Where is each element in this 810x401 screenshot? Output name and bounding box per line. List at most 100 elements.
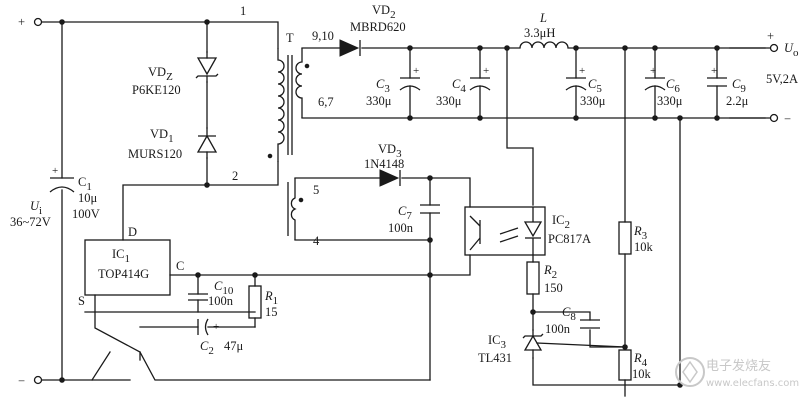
optocoupler-ic2: IC2 PC817A	[464, 206, 591, 256]
watermark-url: www.elecfans.com	[706, 378, 799, 389]
svg-text:−: −	[784, 112, 791, 126]
capacitor-c5: + C5 330μ	[565, 65, 606, 108]
svg-text:R3: R3	[633, 224, 648, 242]
transformer-label: T	[286, 31, 294, 45]
shunt-regulator-ic3: IC3 TL431	[478, 329, 626, 365]
svg-text:150: 150	[544, 281, 563, 295]
svg-text:100n: 100n	[545, 322, 571, 336]
diode-vd3: VD3 1N4148	[364, 142, 404, 187]
svg-text:15: 15	[265, 305, 278, 319]
svg-text:Uo: Uo	[784, 41, 799, 59]
capacitor-c9: + C9 2.2μ	[707, 65, 749, 108]
svg-text:5: 5	[313, 183, 319, 197]
svg-text:100n: 100n	[388, 221, 414, 235]
svg-text:VD2: VD2	[372, 3, 396, 21]
svg-text:D: D	[128, 225, 137, 239]
svg-text:3.3μH: 3.3μH	[524, 26, 555, 40]
svg-text:IC2: IC2	[552, 213, 570, 231]
capacitor-c7: C7 100n	[388, 204, 440, 235]
switcher-ic1: IC1 TOP414G D C S	[78, 225, 184, 308]
svg-text:+: +	[579, 65, 585, 77]
svg-text:4: 4	[313, 234, 320, 248]
svg-text:C3: C3	[376, 77, 390, 95]
capacitor-c10: C10 100n	[188, 279, 234, 308]
svg-text:+: +	[213, 321, 219, 333]
junction-dots	[59, 19, 720, 388]
input-minus-label: −	[18, 374, 25, 388]
svg-text:VD3: VD3	[378, 142, 402, 160]
svg-text:2.2μ: 2.2μ	[726, 94, 749, 108]
svg-text:VD1: VD1	[150, 127, 174, 145]
svg-text:C6: C6	[666, 77, 680, 95]
svg-text:330μ: 330μ	[657, 94, 683, 108]
node-2-label: 2	[232, 169, 238, 183]
svg-text:R4: R4	[633, 351, 648, 369]
capacitor-c6: + C6 330μ	[644, 65, 683, 108]
svg-text:C9: C9	[732, 77, 746, 95]
capacitor-c1: + C1 10μ 100V	[49, 165, 100, 221]
svg-text:10μ: 10μ	[78, 191, 98, 205]
capacitor-c2: + C2 47μ	[197, 318, 244, 357]
svg-text:330μ: 330μ	[580, 94, 606, 108]
capacitor-c8: C8 100n	[545, 305, 600, 336]
svg-text:+: +	[650, 65, 656, 77]
diode-vdz: VDZ P6KE120	[132, 51, 219, 97]
svg-text:C8: C8	[562, 305, 576, 323]
svg-text:P6KE120: P6KE120	[132, 83, 181, 97]
svg-text:TL431: TL431	[478, 351, 512, 365]
svg-text:C1: C1	[78, 175, 92, 193]
svg-text:47μ: 47μ	[224, 339, 244, 353]
diode-vd2: VD2 MBRD620	[339, 3, 406, 57]
inductor-l: L 3.3μH	[519, 11, 574, 49]
svg-text:330μ: 330μ	[366, 94, 392, 108]
svg-text:L: L	[539, 11, 547, 25]
svg-text:IC1: IC1	[112, 247, 130, 265]
resistor-r4: R4 10k	[618, 349, 652, 381]
diode-vd1: VD1 MURS120	[128, 127, 218, 161]
svg-text:36~72V: 36~72V	[10, 215, 51, 229]
capacitor-c4: + C4 330μ	[436, 65, 491, 108]
svg-text:R1: R1	[264, 289, 278, 307]
watermark-logo-icon	[675, 357, 705, 387]
svg-text:PC817A: PC817A	[548, 232, 591, 246]
resistor-r3: R3 10k	[618, 221, 654, 255]
svg-text:TOP414G: TOP414G	[98, 267, 149, 281]
svg-text:MURS120: MURS120	[128, 147, 182, 161]
input-terminals: + −	[18, 15, 43, 388]
svg-text:C7: C7	[398, 204, 412, 222]
svg-text:C4: C4	[452, 77, 466, 95]
input-voltage-label: Ui 36~72V	[10, 199, 51, 229]
svg-text:330μ: 330μ	[436, 94, 462, 108]
resistor-r1: R1 15	[248, 285, 278, 319]
svg-text:9,10: 9,10	[312, 29, 334, 43]
svg-text:Ui: Ui	[30, 199, 42, 217]
svg-text:MBRD620: MBRD620	[350, 20, 406, 34]
svg-text:+: +	[52, 165, 58, 177]
svg-text:+: +	[483, 65, 489, 77]
svg-text:1N4148: 1N4148	[364, 157, 404, 171]
svg-text:10k: 10k	[634, 240, 654, 254]
svg-text:+: +	[767, 29, 774, 43]
svg-text:R2: R2	[543, 263, 557, 281]
svg-text:6,7: 6,7	[318, 95, 334, 109]
input-plus-label: +	[18, 15, 25, 29]
svg-text:C5: C5	[588, 77, 602, 95]
svg-text:S: S	[78, 294, 85, 308]
watermark: 电子发烧友 www.elecfans.com	[675, 357, 799, 389]
svg-text:100V: 100V	[72, 207, 100, 221]
watermark-brand: 电子发烧友	[706, 358, 771, 374]
node-1-label: 1	[240, 4, 246, 18]
svg-text:VDZ: VDZ	[148, 65, 173, 83]
resistor-r2: R2 150	[526, 261, 563, 295]
svg-text:C10: C10	[214, 279, 234, 297]
svg-text:C: C	[176, 259, 184, 273]
svg-text:10k: 10k	[632, 367, 652, 381]
svg-text:+: +	[413, 65, 419, 77]
svg-text:C2: C2	[200, 339, 214, 357]
svg-text:IC3: IC3	[488, 333, 507, 351]
capacitor-c3: + C3 330μ	[366, 65, 421, 108]
output-terminals: + Uo 5V,2A −	[766, 29, 799, 126]
transformer-t: 1 T 2 9,10 6,7 5 4	[232, 4, 334, 248]
svg-text:+: +	[711, 65, 717, 77]
